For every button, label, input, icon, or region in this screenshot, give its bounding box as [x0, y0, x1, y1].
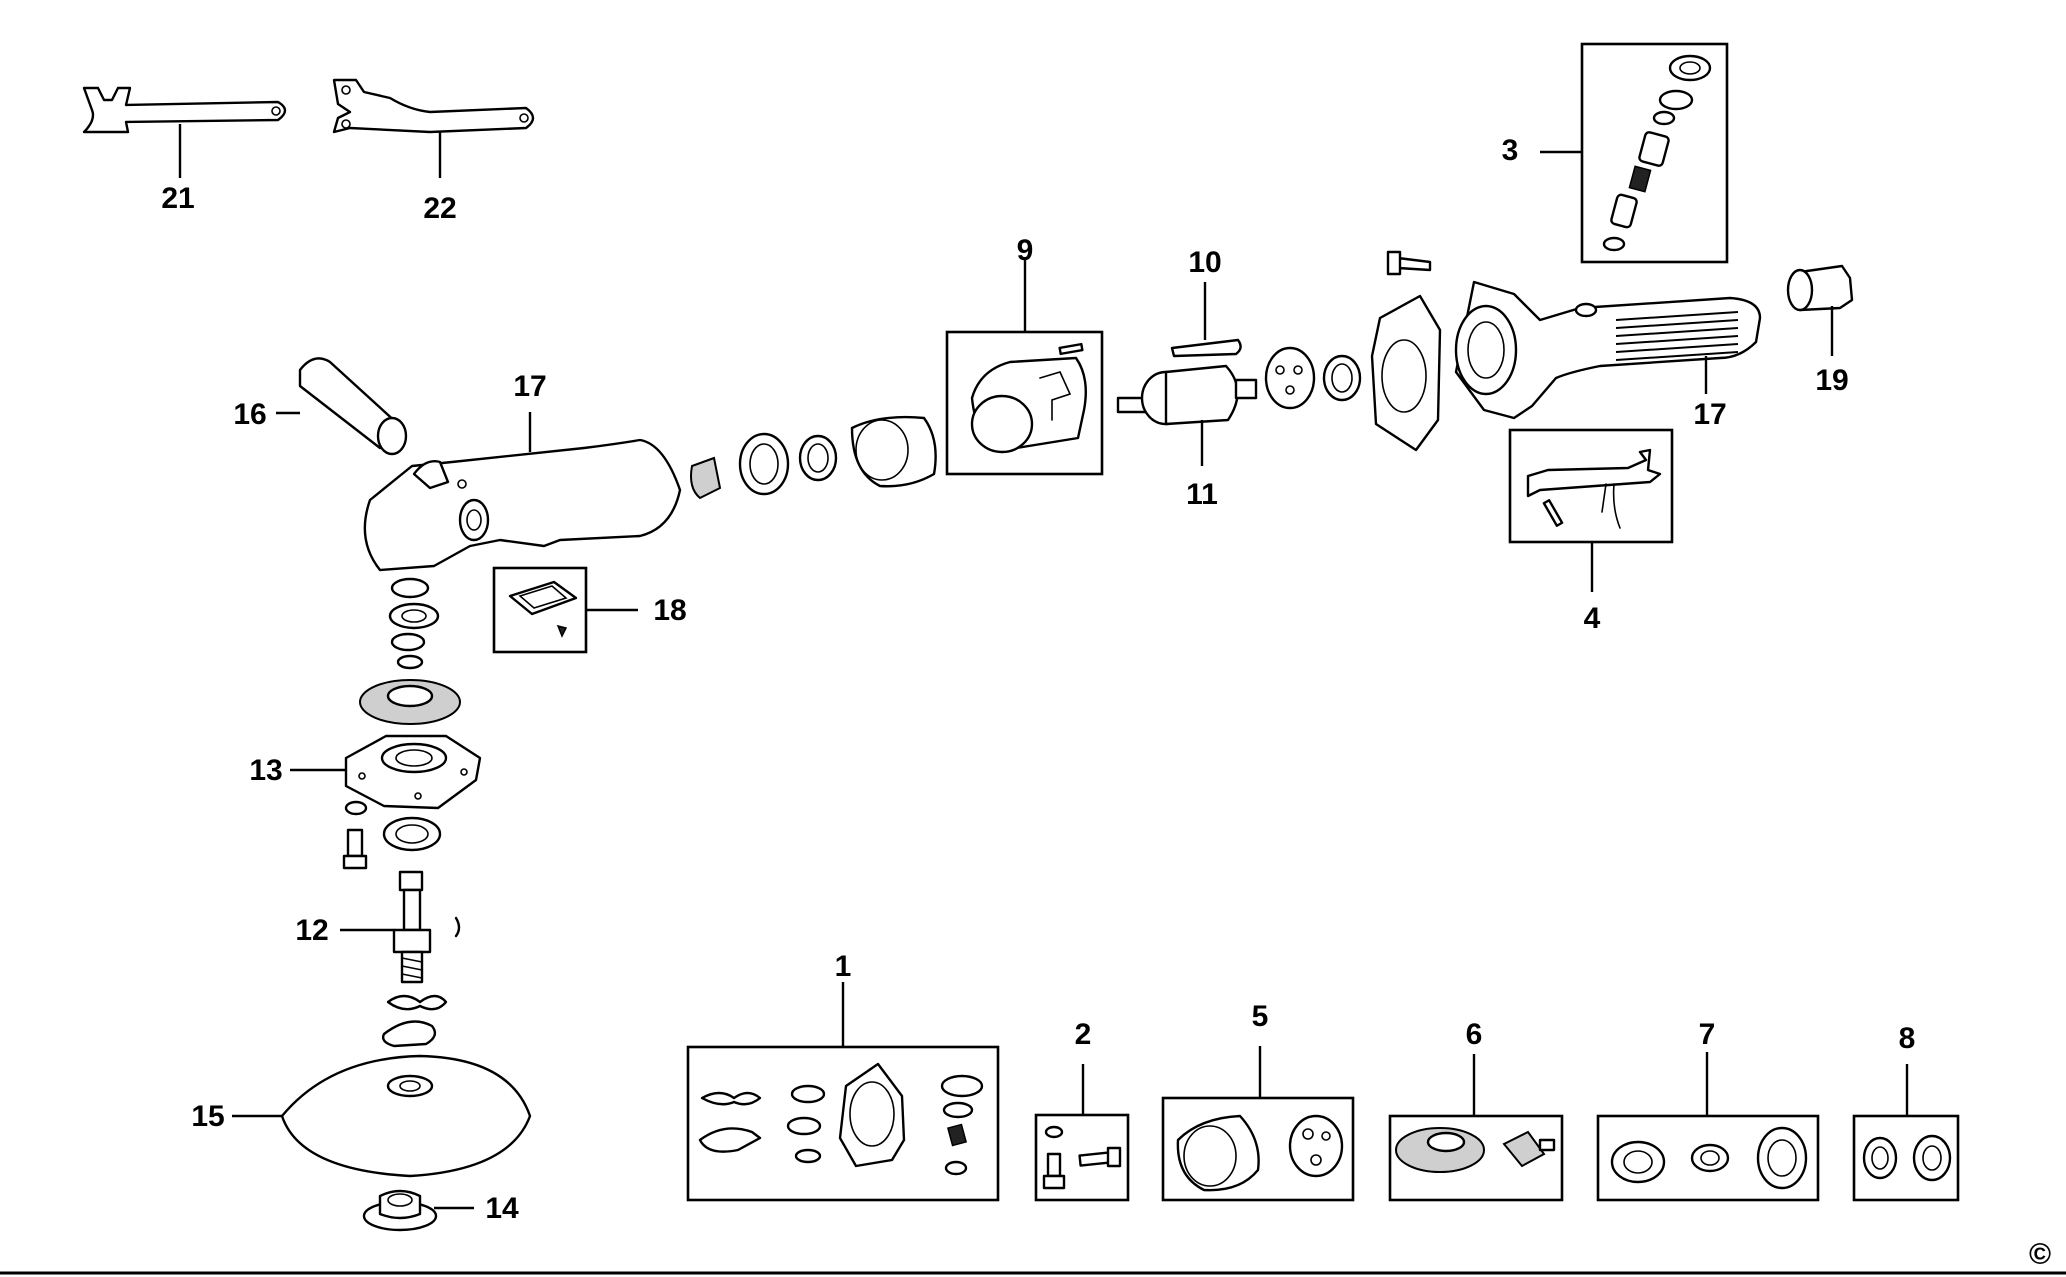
- callout-11: 11: [1186, 478, 1218, 511]
- part-9-cylinder: [970, 342, 1087, 454]
- part-2-screw-kit: [1042, 1125, 1122, 1190]
- part-21-pin-spanner: [82, 86, 287, 178]
- callout-15: 15: [191, 1100, 224, 1133]
- callout-2: 2: [1075, 1018, 1092, 1051]
- part-17-rear-housing: [1454, 280, 1762, 420]
- spindle-stack-lower: [381, 994, 448, 1048]
- callout-8: 8: [1899, 1022, 1916, 1055]
- kit-box-6: [1388, 1114, 1564, 1202]
- part-18-label-plate: [508, 580, 578, 638]
- part-3-throttle-valve: [1602, 54, 1712, 252]
- part-16-side-handle: [298, 357, 408, 456]
- part-17-front-housing: [363, 412, 682, 572]
- part-7-bearing-set: [1610, 1126, 1808, 1190]
- callout-17-rear: 17: [1693, 398, 1726, 431]
- callout-22: 22: [423, 192, 456, 225]
- part-22-face-spanner: [332, 78, 535, 178]
- part-11-rotor: [1116, 364, 1258, 466]
- part-12-spindle: [392, 870, 461, 984]
- callout-10: 10: [1188, 246, 1221, 279]
- callout-12: 12: [295, 914, 328, 947]
- part-8-bearing-pair: [1862, 1134, 1952, 1182]
- part-19-inlet-bushing: [1786, 264, 1854, 356]
- callout-7: 7: [1699, 1018, 1716, 1051]
- end-plate-and-bearing: [1264, 250, 1442, 452]
- spindle-stack-upper: [359, 577, 461, 725]
- part-10-rotor-blade: [1170, 282, 1242, 358]
- copyright-mark: ©: [2029, 1238, 2051, 1271]
- kit-box-5: [1161, 1096, 1355, 1202]
- screw-small: [1396, 256, 1432, 272]
- callout-13: 13: [249, 754, 282, 787]
- callout-5: 5: [1252, 1000, 1269, 1033]
- callout-16: 16: [233, 398, 266, 431]
- part-4-throttle-lever: [1526, 448, 1662, 529]
- callout-17-front: 17: [513, 370, 546, 403]
- callout-21: 21: [161, 182, 194, 215]
- callout-14: 14: [485, 1192, 519, 1225]
- spindle-stack-middle: [342, 800, 442, 870]
- callout-6: 6: [1466, 1018, 1483, 1051]
- pinion-and-bearings: [690, 415, 937, 500]
- callout-19: 19: [1815, 364, 1848, 397]
- part-1-gasket-kit: [698, 1062, 984, 1176]
- part-14-flange-nut: [362, 1189, 438, 1232]
- part-6-gear-set: [1395, 1127, 1556, 1173]
- callout-18: 18: [653, 594, 686, 627]
- part-15-backing-pad: [280, 1054, 532, 1178]
- part-13-bearing-plate: [344, 734, 482, 810]
- callout-4: 4: [1584, 602, 1601, 635]
- part-5-cylinder-kit: [1176, 1114, 1344, 1192]
- callout-1: 1: [835, 950, 852, 983]
- callout-9: 9: [1017, 234, 1034, 267]
- callout-3: 3: [1502, 134, 1519, 167]
